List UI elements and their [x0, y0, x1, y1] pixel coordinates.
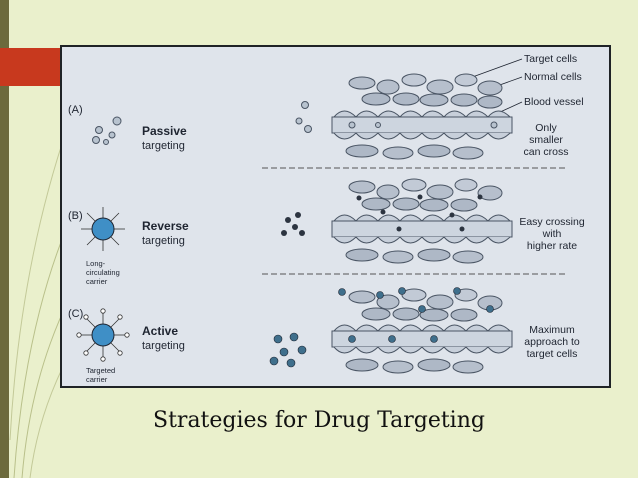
carrier-c-line-1: Targeted [86, 366, 115, 375]
pointer-target-cells [466, 58, 523, 80]
drug-dots-icon [281, 212, 305, 236]
panel-active: (C) Targeted carrier [68, 287, 580, 384]
panel-a-letter: (A) [68, 104, 83, 116]
panel-passive: (A) Passive targeting [68, 73, 569, 160]
carrier-b-line-2: circulating [86, 268, 120, 277]
active-title: Active [142, 324, 178, 338]
reverse-note-3: higher rate [527, 240, 577, 252]
tissue-b [331, 178, 513, 264]
panel-reverse: (B) Long- circulating carrier Reverse ta… [68, 178, 585, 286]
slide-caption: Strategies for Drug Targeting [153, 408, 485, 433]
left-accent-strip [0, 0, 9, 478]
free-particles-icon [295, 101, 312, 133]
label-blood-vessel: Blood vessel [524, 96, 584, 108]
reverse-note-2: with [542, 228, 562, 240]
reverse-note-1: Easy crossing [519, 216, 585, 228]
drug-targeting-figure: Target cells Normal cells Blood vessel (… [60, 45, 611, 388]
long-circulating-carrier-icon [81, 207, 125, 251]
active-subtitle: targeting [142, 340, 185, 352]
passive-note-3: can cross [524, 146, 569, 158]
active-note-3: target cells [527, 348, 578, 360]
targeted-drug-in-tissue [338, 287, 494, 343]
targeted-drug-stars-icon [269, 332, 307, 368]
label-normal-cells: Normal cells [524, 71, 582, 83]
targeted-carrier-icon [76, 308, 130, 362]
blood-vessel-a [331, 116, 513, 134]
passive-subtitle: targeting [142, 140, 185, 152]
drug-dots-in-tissue [356, 194, 483, 232]
carrier-b-line-3: carrier [86, 277, 108, 286]
carrier-c-line-2: carrier [86, 375, 108, 384]
reverse-title: Reverse [142, 219, 189, 233]
active-note-1: Maximum [529, 324, 575, 336]
passive-note-2: smaller [529, 134, 563, 146]
small-drug-particles-icon [92, 116, 122, 145]
tissue-c [331, 288, 513, 374]
blood-vessel-b [331, 220, 513, 238]
reverse-subtitle: targeting [142, 235, 185, 247]
accent-tab [0, 48, 62, 86]
panel-b-letter: (B) [68, 210, 83, 222]
panel-c-letter: (C) [68, 308, 83, 320]
passive-title: Passive [142, 124, 187, 138]
tissue-a [331, 73, 513, 160]
figure-canvas: Target cells Normal cells Blood vessel (… [62, 47, 609, 386]
passive-note-1: Only [535, 122, 557, 134]
blood-vessel-c [331, 330, 513, 348]
active-note-2: approach to [524, 336, 580, 348]
figure-svg: Target cells Normal cells Blood vessel (… [68, 53, 585, 384]
label-target-cells: Target cells [524, 53, 577, 65]
carrier-b-line-1: Long- [86, 259, 106, 268]
